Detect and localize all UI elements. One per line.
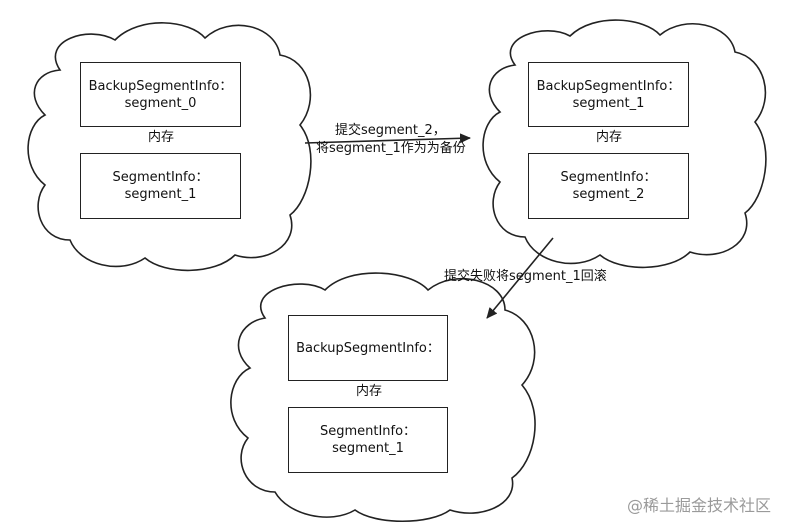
right-backup-box-title: BackupSegmentInfo： — [536, 78, 681, 94]
right-segment-info-box: SegmentInfo： segment_2 — [528, 153, 689, 219]
left-segment-info-box: SegmentInfo： segment_1 — [80, 153, 241, 219]
cloud-right-shape — [482, 19, 767, 269]
right-backup-box-value: segment_1 — [572, 95, 645, 111]
cloud-left-shape — [27, 22, 312, 272]
left-segment-box-title: SegmentInfo： — [112, 170, 209, 185]
bottom-segment-info-box: SegmentInfo： segment_1 — [288, 407, 448, 473]
left-backup-box-title: BackupSegmentInfo： — [88, 78, 233, 94]
right-segment-box-title: SegmentInfo： — [560, 170, 657, 185]
right-memory-label: 内存 — [596, 130, 623, 145]
bottom-segment-box-value: segment_1 — [332, 441, 404, 456]
left-memory-label: 内存 — [148, 130, 175, 145]
left-backup-box-value: segment_0 — [124, 95, 197, 111]
right-segment-box-value: segment_2 — [572, 187, 645, 202]
bottom-backup-box-title: BackupSegmentInfo： — [296, 340, 440, 356]
bottom-memory-label: 内存 — [356, 384, 383, 399]
bottom-segment-box-title: SegmentInfo： — [319, 424, 417, 439]
commit-arrow-label-line1: 提交segment_2， — [335, 123, 446, 138]
commit-arrow-label-line2: 将segment_1作为为备份 — [316, 141, 466, 156]
left-segment-box-value: segment_1 — [124, 187, 197, 202]
bottom-backup-segment-info-box: BackupSegmentInfo： — [288, 315, 448, 381]
rollback-arrow — [486, 237, 554, 319]
left-backup-segment-info-box: BackupSegmentInfo： segment_0 — [80, 62, 241, 127]
right-backup-segment-info-box: BackupSegmentInfo： segment_1 — [528, 62, 689, 127]
cloud-bottom-shape — [230, 272, 536, 522]
watermark: @稀土掘金技术社区 — [626, 496, 771, 515]
commit-arrow — [304, 133, 471, 144]
rollback-arrow-label: 提交失败将segment_1回滚 — [444, 269, 607, 284]
